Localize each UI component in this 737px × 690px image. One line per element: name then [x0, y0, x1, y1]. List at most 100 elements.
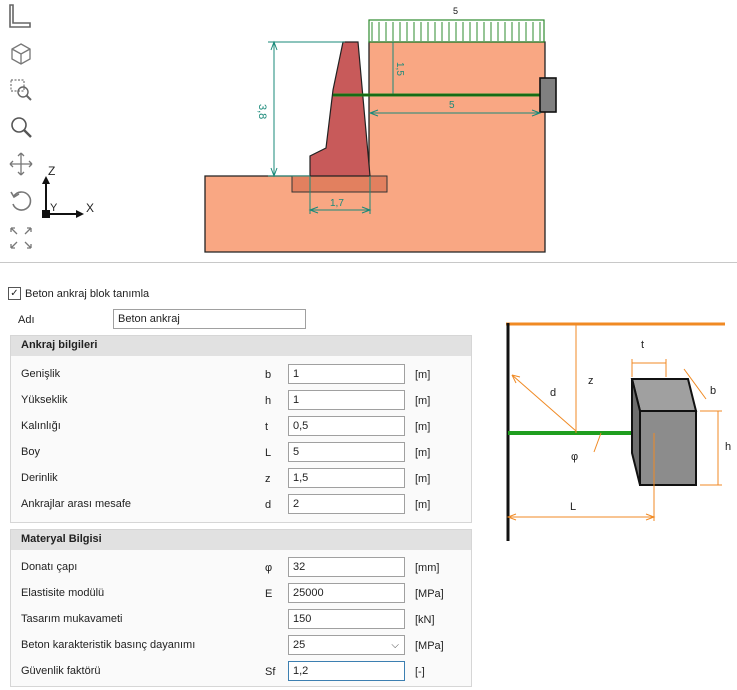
pan-icon[interactable] [6, 150, 36, 178]
3d-view-icon[interactable] [6, 40, 36, 68]
d-dim [511, 374, 577, 432]
field-value: 32 [293, 561, 306, 573]
section-view-icon[interactable] [6, 2, 36, 30]
field-label: Donatı çapı [21, 561, 78, 573]
define-block-row: ✓ Beton ankraj blok tanımla [8, 287, 149, 300]
field-symbol: L [265, 447, 272, 459]
field-unit: [m] [415, 395, 431, 407]
anchor-depth-label: 1,5 [394, 62, 405, 76]
diagram-d-label: d [550, 387, 557, 399]
rotate-icon[interactable] [6, 187, 36, 215]
zoom-icon[interactable] [6, 113, 36, 141]
anchor-block-diagram [630, 378, 698, 486]
field-value: 2 [293, 498, 300, 510]
field-input[interactable]: 25000 [288, 583, 405, 603]
define-block-checkbox[interactable]: ✓ [8, 287, 21, 300]
field-unit: [kN] [415, 614, 435, 626]
field-unit: [m] [415, 421, 431, 433]
model-viewport[interactable]: Z Y X [0, 0, 737, 262]
field-value: 1 [293, 368, 300, 380]
panel-divider [0, 262, 737, 263]
diagram-b-label: b [710, 385, 717, 397]
field-label: Derinlik [21, 472, 58, 484]
field-value: 5 [293, 446, 300, 458]
anchor-length-dimension [368, 109, 542, 117]
field-unit: [MPa] [415, 640, 444, 652]
axis-x-label: X [86, 201, 95, 215]
field-value: 150 [293, 613, 312, 625]
field-input[interactable]: 1,2 [288, 661, 405, 681]
field-input[interactable]: 1 [288, 364, 405, 384]
zoom-window-icon[interactable] [6, 76, 36, 104]
field-unit: [mm] [415, 562, 440, 574]
material-info-section: Materyal Bilgisi [10, 529, 472, 687]
field-input[interactable]: 32 [288, 557, 405, 577]
name-field[interactable]: Beton ankraj [113, 309, 306, 329]
L-dim [506, 433, 656, 521]
field-symbol: d [265, 499, 272, 511]
anchor-properties-panel: ✓ Beton ankraj blok tanımla Adı Beton an… [0, 263, 737, 690]
field-label: Boy [21, 446, 40, 458]
field-unit: [m] [415, 473, 431, 485]
field-label: Güvenlik faktörü [21, 665, 101, 677]
define-block-label: Beton ankraj blok tanımla [25, 287, 150, 300]
t-dim [631, 359, 667, 377]
field-input[interactable]: 150 [288, 609, 405, 629]
field-symbol: b [265, 369, 272, 381]
field-value: 1,5 [293, 472, 309, 484]
surface-load [368, 19, 545, 43]
field-input[interactable]: 1,5 [288, 468, 405, 488]
axis-z-label: Z [48, 164, 56, 178]
diagram-z-label: z [588, 375, 594, 387]
field-input[interactable]: 2 [288, 494, 405, 514]
wall-footing [291, 175, 388, 193]
field-input[interactable]: 1 [288, 390, 405, 410]
field-label: Ankrajlar arası mesafe [21, 498, 132, 510]
diagram-L-label: L [570, 501, 577, 513]
field-label: Elastisite modülü [21, 587, 105, 599]
chevron-down-icon[interactable]: ⌵ [391, 640, 399, 651]
field-value: 0,5 [293, 420, 309, 432]
material-info-title: Materyal Bilgisi [11, 530, 471, 550]
field-unit: [MPa] [415, 588, 444, 600]
anchor-block [539, 77, 557, 113]
field-unit: [m] [415, 447, 431, 459]
fit-icon[interactable] [6, 224, 36, 252]
h-dim [700, 410, 722, 486]
base-width-dimension [308, 176, 372, 214]
field-unit: [m] [415, 499, 431, 511]
field-symbol: t [265, 421, 269, 433]
height-dimension-label: 3,8 [256, 104, 268, 120]
field-value: 1 [293, 394, 300, 406]
field-input[interactable]: 5 [288, 442, 405, 462]
anchor-info-title: Ankraj bilgileri [11, 336, 471, 356]
anchor-parameter-diagram [506, 322, 725, 541]
wall-stem [309, 41, 371, 177]
anchor-length-label: 5 [449, 100, 455, 111]
backfill-soil [204, 41, 546, 253]
axis-triad [42, 176, 84, 218]
field-input[interactable]: 0,5 [288, 416, 405, 436]
field-symbol: E [265, 588, 273, 600]
field-unit: [-] [415, 666, 425, 678]
field-label: Kalınlığı [21, 420, 61, 432]
load-value-label: 5 [453, 6, 459, 16]
field-symbol: φ [265, 562, 273, 574]
field-label: Yükseklik [21, 394, 68, 406]
field-symbol: h [265, 395, 272, 407]
name-label: Adı [18, 314, 35, 326]
field-select[interactable]: 25 ⌵ [288, 635, 405, 655]
height-dimension [268, 40, 345, 178]
field-value: 25 [293, 639, 306, 651]
base-width-label: 1,7 [330, 198, 344, 209]
field-value: 25000 [293, 587, 324, 599]
field-label: Genişlik [21, 368, 61, 380]
field-value: 1,2 [293, 665, 309, 677]
field-symbol: Sf [265, 666, 276, 678]
axis-y-label: Y [50, 202, 58, 214]
diagram-h-label: h [725, 441, 732, 453]
field-symbol: z [265, 473, 271, 485]
field-label: Tasarım mukavameti [21, 613, 123, 625]
diagram-phi-label: φ [571, 451, 579, 463]
diagram-t-label: t [641, 339, 645, 351]
